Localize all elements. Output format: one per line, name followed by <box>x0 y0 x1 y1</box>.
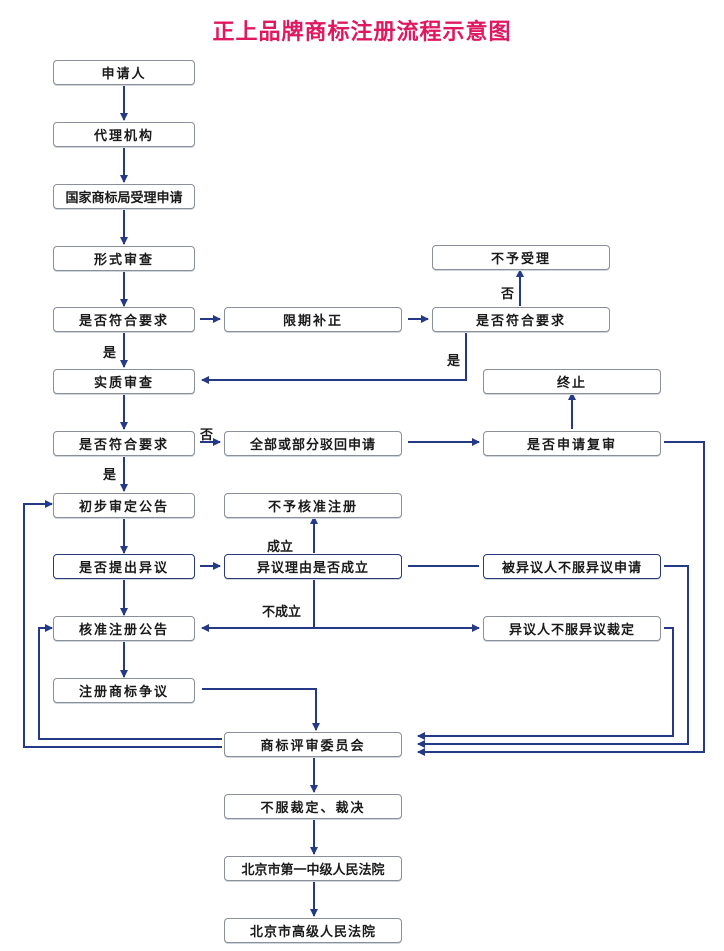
node-not-approved: 不予核准注册 <box>224 493 402 518</box>
node-disagree-ruling: 不服裁定、裁决 <box>224 794 402 819</box>
arrow-dispute-board <box>202 688 320 731</box>
node-apply-review: 是否申请复审 <box>483 431 661 456</box>
node-substantive-review: 实质审查 <box>53 369 195 394</box>
arrow-board-approved <box>38 624 222 740</box>
node-opposition-valid: 异议理由是否成立 <box>224 554 402 579</box>
node-not-accepted: 不予受理 <box>432 245 610 270</box>
label-no-reject: 否 <box>200 428 214 443</box>
node-review-board: 商标评审委员会 <box>224 732 402 757</box>
node-agency: 代理机构 <box>53 122 195 147</box>
node-opposition-filed: 是否提出异议 <box>53 554 195 579</box>
node-accept: 国家商标局受理申请 <box>53 184 195 209</box>
arrow-applyreview-board <box>417 441 705 756</box>
node-meets-req-2: 是否符合要求 <box>432 307 610 332</box>
node-court-1: 北京市第一中级人民法院 <box>224 856 402 881</box>
diagram-title: 正上品牌商标注册流程示意图 <box>212 20 512 45</box>
arrow-meets2-substantive <box>201 332 467 384</box>
node-dispute: 注册商标争议 <box>53 678 195 703</box>
arrow-board-prelim <box>23 500 222 748</box>
node-applicant: 申请人 <box>53 60 195 85</box>
label-yes-prelim: 是 <box>103 468 117 483</box>
node-correction: 限期补正 <box>224 307 402 332</box>
node-formal-review: 形式审查 <box>53 246 195 271</box>
node-meets-req-1: 是否符合要求 <box>53 307 195 332</box>
arrow-opponent-board <box>417 627 674 740</box>
node-approved-announce: 核准注册公告 <box>53 616 195 641</box>
node-meets-req-3: 是否符合要求 <box>53 431 195 456</box>
label-valid: 成立 <box>267 540 294 555</box>
arrow-opposedparty-board <box>417 565 689 748</box>
node-reject: 全部或部分驳回申请 <box>224 431 402 456</box>
node-opposed-party-appeal: 被异议人不服异议申请 <box>483 554 661 579</box>
label-yes-substantive: 是 <box>103 346 117 361</box>
node-opponent-appeal: 异议人不服异议裁定 <box>483 616 661 641</box>
node-prelim-announce: 初步审定公告 <box>53 493 195 518</box>
label-yes-correction-ok: 是 <box>447 354 461 369</box>
label-no-not-accepted: 否 <box>501 287 515 302</box>
node-terminate: 终止 <box>483 369 661 394</box>
node-court-high: 北京市高级人民法院 <box>224 918 402 943</box>
label-invalid: 不成立 <box>262 605 302 620</box>
